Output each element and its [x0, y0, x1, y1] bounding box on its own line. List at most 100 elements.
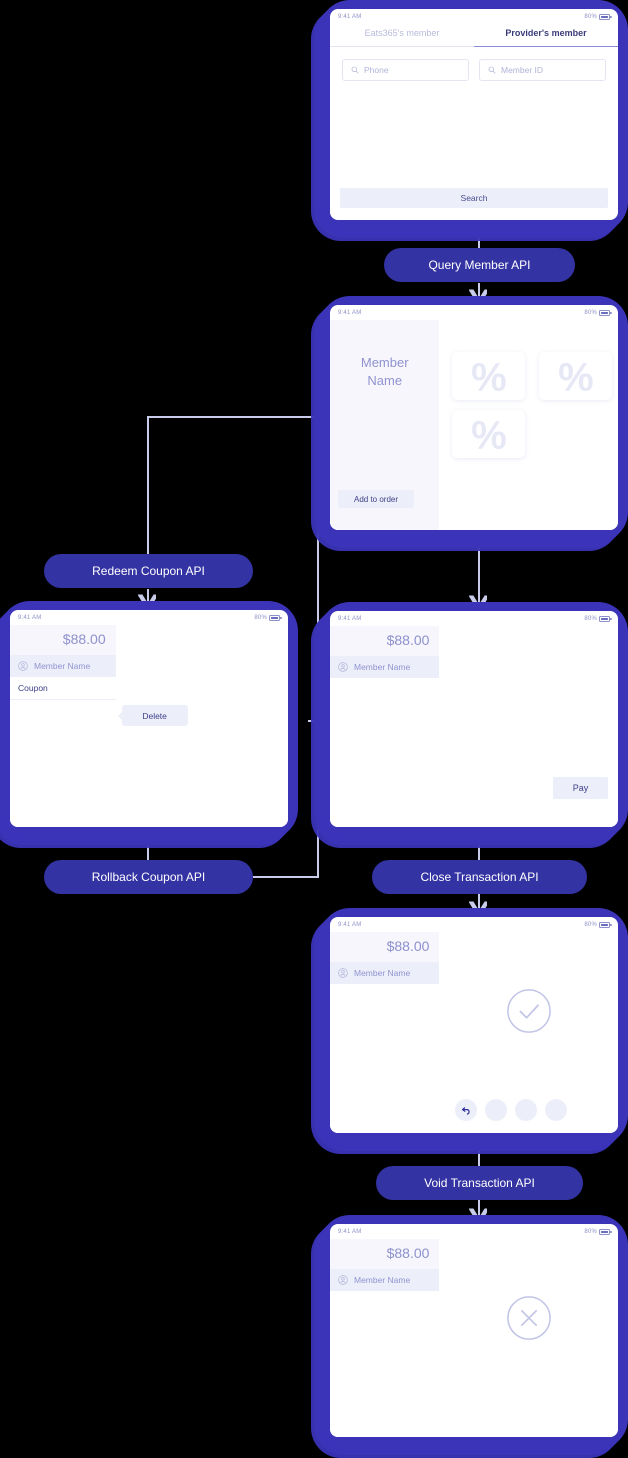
member-name-label: Member Name [354, 662, 411, 672]
result-pane [439, 1239, 618, 1437]
tab-providers-member[interactable]: Provider's member [474, 28, 618, 47]
person-icon [18, 661, 28, 671]
status-right: 80% [584, 13, 612, 20]
battery-percent: 80% [584, 309, 597, 316]
status-time: 9:41 AM [18, 614, 42, 621]
search-button[interactable]: Search [340, 188, 608, 208]
status-right: 80% [254, 614, 282, 621]
x-circle-icon [506, 1296, 551, 1340]
keypad-pane: Delete [115, 625, 288, 827]
voided-split: $88.00 Member Name [330, 1239, 618, 1437]
member-row[interactable]: Member Name [330, 962, 440, 984]
api-badge-rollback-coupon[interactable]: Rollback Coupon API [44, 860, 253, 894]
coupon-card[interactable]: % [452, 410, 526, 458]
member-name-label: Member Name [354, 968, 411, 978]
percent-glyph: % [558, 355, 594, 400]
phone-field[interactable]: Phone [342, 59, 469, 81]
member-source-tabs: Eats365's member Provider's member [330, 28, 618, 47]
tab-eats365-member[interactable]: Eats365's member [330, 28, 474, 47]
order-split: $88.00 Member Name Coupon Delete [10, 625, 288, 827]
success-split: $88.00 Member Name [330, 932, 618, 1133]
api-badge-close-transaction[interactable]: Close Transaction API [372, 860, 587, 894]
person-icon [338, 968, 348, 978]
status-bar: 9:41 AM 80% [330, 305, 618, 320]
screen-order-ready: 9:41 AM 80% $88.00 Member Name [330, 611, 618, 827]
api-badge-redeem-coupon[interactable]: Redeem Coupon API [44, 554, 253, 588]
battery-percent: 80% [584, 615, 597, 622]
battery-icon [269, 614, 282, 621]
status-bar: 9:41 AM 80% [330, 1224, 618, 1239]
order-pane: $88.00 Member Name [330, 1239, 440, 1437]
coupon-card[interactable]: % [539, 352, 613, 400]
order-list-empty [330, 678, 440, 827]
action-button-3[interactable] [515, 1099, 538, 1121]
order-pane: $88.00 Member Name Coupon [10, 625, 116, 827]
screen-order-with-coupon: 9:41 AM 80% $88.00 Member Name Coupon [10, 610, 288, 827]
battery-percent: 80% [584, 1228, 597, 1235]
api-badge-query-member[interactable]: Query Member API [384, 248, 575, 282]
check-circle-icon [506, 989, 551, 1033]
api-badge-void-transaction[interactable]: Void Transaction API [376, 1166, 583, 1200]
screen-transaction-voided: 9:41 AM 80% $88.00 Member Name [330, 1224, 618, 1437]
order-list-empty [330, 1291, 440, 1437]
person-icon [338, 662, 348, 672]
battery-percent: 80% [584, 13, 597, 20]
percent-glyph: % [471, 413, 507, 458]
battery-icon [599, 615, 612, 622]
order-pane: $88.00 Member Name [330, 932, 440, 1133]
add-to-order-button[interactable]: Add to order [338, 490, 414, 508]
member-name-label: Member Name [34, 661, 91, 671]
screen-member-detail: 9:41 AM 80% Member Name Add to order % %… [330, 305, 618, 530]
battery-icon [599, 309, 612, 316]
coupon-card[interactable]: % [452, 352, 526, 400]
battery-percent: 80% [254, 614, 267, 621]
order-list-empty [10, 700, 116, 827]
device-transaction-voided: 9:41 AM 80% $88.00 Member Name [311, 1215, 628, 1458]
coupon-pane: % % % [439, 320, 618, 530]
action-button-2[interactable] [485, 1099, 508, 1121]
order-list-empty [330, 984, 440, 1133]
order-total: $88.00 [386, 1245, 430, 1261]
order-total: $88.00 [62, 631, 106, 647]
pay-button[interactable]: Pay [553, 777, 608, 799]
status-time: 9:41 AM [338, 309, 362, 316]
status-right: 80% [584, 1228, 612, 1235]
screen-transaction-success: 9:41 AM 80% $88.00 Member Name [330, 917, 618, 1133]
order-split: $88.00 Member Name Pay [330, 626, 618, 827]
delete-tooltip[interactable]: Delete [121, 705, 188, 726]
undo-button[interactable] [455, 1099, 478, 1121]
order-total: $88.00 [386, 632, 430, 648]
status-time: 9:41 AM [338, 615, 362, 622]
status-bar: 9:41 AM 80% [10, 610, 288, 625]
status-bar: 9:41 AM 80% [330, 9, 618, 24]
battery-icon [599, 13, 612, 20]
screen-member-search: 9:41 AM 80% Eats365's member Provider's … [330, 9, 618, 220]
payment-pane: Pay [439, 626, 618, 827]
device-order-with-coupon: 9:41 AM 80% $88.00 Member Name Coupon [0, 601, 298, 848]
status-bar: 9:41 AM 80% [330, 917, 618, 932]
coupon-grid: % % % [452, 352, 613, 458]
member-row[interactable]: Member Name [10, 655, 116, 677]
status-right: 80% [584, 921, 612, 928]
battery-icon [599, 921, 612, 928]
device-transaction-success: 9:41 AM 80% $88.00 Member Name [311, 908, 628, 1154]
member-row[interactable]: Member Name [330, 656, 440, 678]
battery-icon [599, 1228, 612, 1235]
line-item-coupon[interactable]: Coupon [10, 677, 116, 700]
undo-icon [461, 1106, 470, 1115]
result-pane [439, 932, 618, 1133]
person-icon [338, 1275, 348, 1285]
member-id-field[interactable]: Member ID [479, 59, 606, 81]
status-time: 9:41 AM [338, 13, 362, 20]
status-right: 80% [584, 309, 612, 316]
percent-glyph: % [471, 355, 507, 400]
device-order-ready: 9:41 AM 80% $88.00 Member Name [311, 602, 628, 848]
member-name-line1: Member [360, 355, 409, 370]
order-total: $88.00 [386, 938, 430, 954]
member-row[interactable]: Member Name [330, 1269, 440, 1291]
action-button-4[interactable] [545, 1099, 568, 1121]
detail-split: Member Name Add to order % % % [330, 320, 618, 530]
member-name-line2: Name [367, 372, 403, 388]
phone-placeholder: Phone [364, 65, 389, 75]
order-pane: $88.00 Member Name [330, 626, 440, 827]
